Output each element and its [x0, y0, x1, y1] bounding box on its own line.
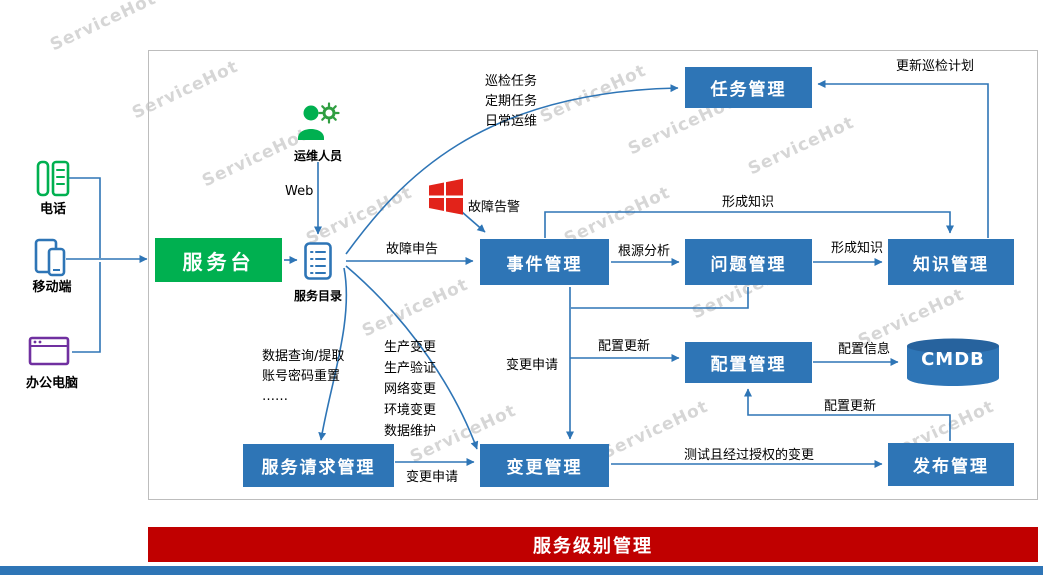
mobile-icon: [32, 238, 68, 278]
edge-label-update-plan: 更新巡检计划: [896, 59, 975, 74]
service-catalog-icon: [304, 242, 332, 280]
knowledge-management-node: 知识管理: [888, 239, 1014, 285]
diagram-frame: [148, 50, 1038, 500]
edge-catalog-to-request: [318, 267, 348, 441]
edge-label-change-request-vertical: 变更申请: [506, 358, 559, 373]
edge-label-fault-alarm: 故障告警: [468, 200, 521, 215]
edge-label-tested-change: 测试且经过授权的变更: [684, 448, 815, 463]
office-pc-label: 办公电脑: [25, 376, 78, 391]
edge-label-form-knowledge-top: 形成知识: [722, 195, 775, 210]
edge-catalog-to-task: [345, 84, 679, 255]
edge-pc-line: [72, 262, 101, 353]
office-pc-icon: [28, 334, 70, 370]
edge-label-config-update-left: 配置更新: [598, 339, 651, 354]
mobile-label: 移动端: [32, 280, 72, 295]
service-catalog-label: 服务目录: [294, 289, 343, 303]
windows-logo-icon: [427, 177, 465, 217]
edge-alarm-to-incident: [461, 211, 486, 233]
edge-catalog-to-change: [345, 265, 479, 450]
edge-label-data-query: 数据查询/提取 账号密码重置 ……: [262, 349, 345, 404]
edge-release-to-config: [744, 388, 951, 441]
service-desk-node: 服务台: [155, 238, 282, 282]
edge-label-config-update-right: 配置更新: [824, 399, 877, 414]
ops-staff-icon: [296, 100, 342, 146]
telephone-icon: [36, 158, 70, 198]
cmdb-cylinder-shape: [907, 338, 999, 386]
edge-label-form-knowledge: 形成知识: [831, 241, 884, 256]
edge-incident-to-knowledge-top: [544, 211, 954, 238]
service-request-management-node: 服务请求管理: [243, 444, 394, 487]
edge-label-change-request-horizontal: 变更申请: [406, 470, 459, 485]
task-management-node: 任务管理: [685, 67, 812, 108]
cmdb-label: CMDB: [921, 349, 985, 370]
release-management-node: 发布管理: [888, 443, 1014, 486]
edge-problem-to-change-join: [571, 287, 749, 309]
edge-label-fault-report: 故障申告: [386, 242, 439, 257]
problem-management-node: 问题管理: [685, 239, 812, 285]
web-label: Web: [285, 184, 314, 199]
edge-knowledge-to-task: [817, 80, 989, 238]
configuration-management-node: 配置管理: [685, 342, 812, 383]
ops-staff-label: 运维人员: [294, 149, 343, 163]
edge-label-config-info: 配置信息: [838, 342, 891, 357]
edge-label-root-cause: 根源分析: [618, 244, 671, 259]
bottom-accent-bar: [0, 566, 1043, 575]
edge-label-patrol-tasks: 巡检任务 定期任务 日常运维: [485, 74, 538, 129]
cmdb-node: CMDB: [904, 336, 1002, 388]
incident-management-node: 事件管理: [480, 239, 609, 285]
change-management-node: 变更管理: [480, 444, 609, 487]
service-level-management-bar: 服务级别管理: [148, 527, 1038, 562]
edge-phone-line: [68, 177, 101, 258]
edge-label-prod-change: 生产变更 生产验证 网络变更 环境变更 数据维护: [384, 340, 437, 439]
telephone-label: 电话: [39, 202, 66, 217]
